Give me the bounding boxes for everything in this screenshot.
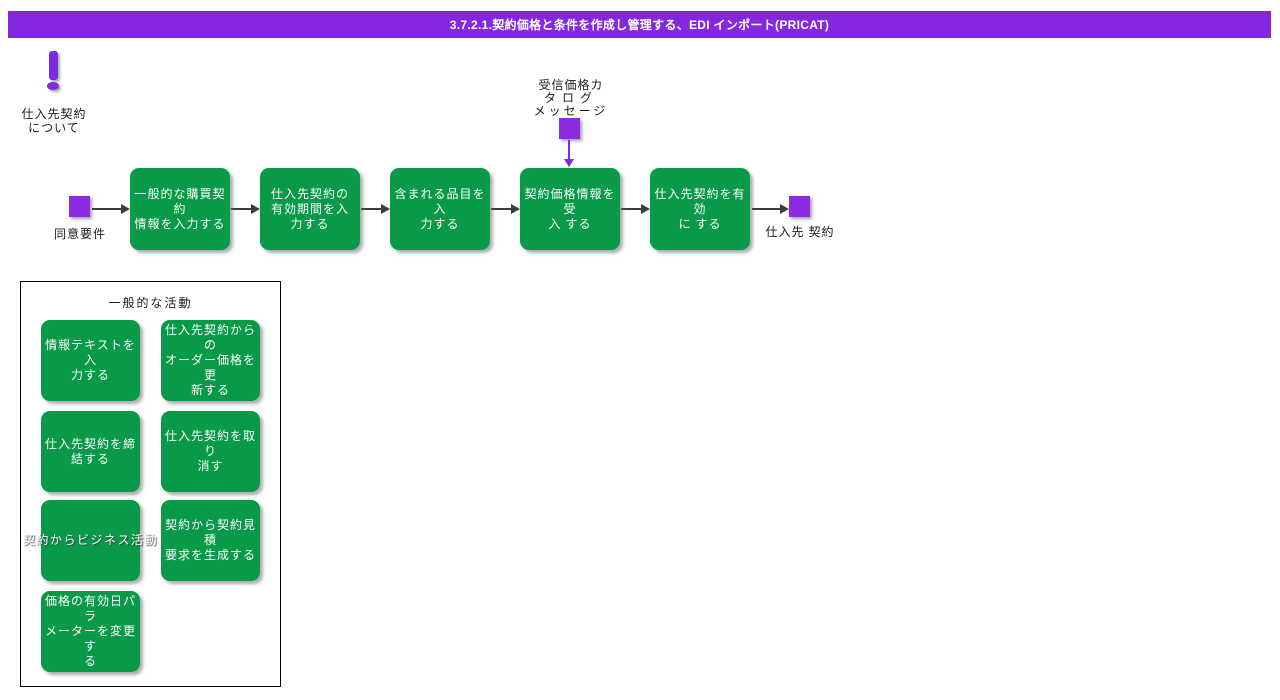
activities-panel-title: 一般的な活動: [108, 296, 193, 310]
flow-arrow-2: [231, 204, 260, 214]
flow-arrow-1: [92, 204, 130, 214]
start-event-square[interactable]: [69, 196, 90, 217]
activity-box-7[interactable]: 価格の有効日パラ メーターを変更す る: [41, 591, 140, 672]
exclamation-icon-dot: [47, 82, 59, 90]
flow-step-3[interactable]: 含まれる品目を入 力する: [390, 168, 490, 250]
activity-box-6[interactable]: 契約から契約見積 要求を生成する: [161, 500, 260, 581]
flow-step-2[interactable]: 仕入先契約の 有効期間を入 力する: [260, 168, 360, 250]
flow-step-4[interactable]: 契約価格情報を受 入 する: [520, 168, 620, 250]
start-event-label: 同意要件: [53, 227, 106, 241]
flow-arrow-4: [491, 204, 520, 214]
diagram-title-bar: 3.7.2.1.契約価格と条件を作成し管理する、EDI インポート(PRICAT…: [8, 11, 1271, 38]
activity-box-2[interactable]: 仕入先契約からの オーダー価格を更 新する: [161, 320, 260, 401]
price-catalog-event-square[interactable]: [559, 118, 580, 139]
flow-arrow-5: [621, 204, 650, 214]
price-catalog-label: 受信価格カ タログ メッセージ: [521, 79, 621, 118]
activity-box-5[interactable]: 契約からビジネス活動: [23, 500, 157, 581]
flow-arrow-3: [361, 204, 390, 214]
flow-arrow-6: [752, 204, 789, 214]
supplier-note-label: 仕入先契約 について: [21, 107, 87, 135]
activity-box-4[interactable]: 仕入先契約を取り 消す: [161, 411, 260, 492]
price-catalog-label-line1: 受信価格カ: [538, 78, 604, 92]
catalog-down-arrow: [564, 140, 574, 167]
end-event-label: 仕入先 契約: [765, 225, 835, 239]
activity-box-1[interactable]: 情報テキストを入 力する: [41, 320, 140, 401]
exclamation-icon-bar: [49, 51, 58, 80]
diagram-title: 3.7.2.1.契約価格と条件を作成し管理する、EDI インポート(PRICAT…: [449, 18, 830, 32]
flow-step-5[interactable]: 仕入先契約を有効 に する: [650, 168, 750, 250]
activities-panel: 一般的な活動 情報テキストを入 力する 仕入先契約からの オーダー価格を更 新す…: [20, 281, 281, 687]
activity-box-3[interactable]: 仕入先契約を締 結する: [41, 411, 140, 492]
flow-step-1[interactable]: 一般的な購買契約 情報を入力する: [130, 168, 230, 250]
price-catalog-label-line3: メッセージ: [533, 104, 609, 118]
price-catalog-label-line2: タログ: [543, 91, 598, 105]
end-event-square[interactable]: [789, 196, 810, 217]
